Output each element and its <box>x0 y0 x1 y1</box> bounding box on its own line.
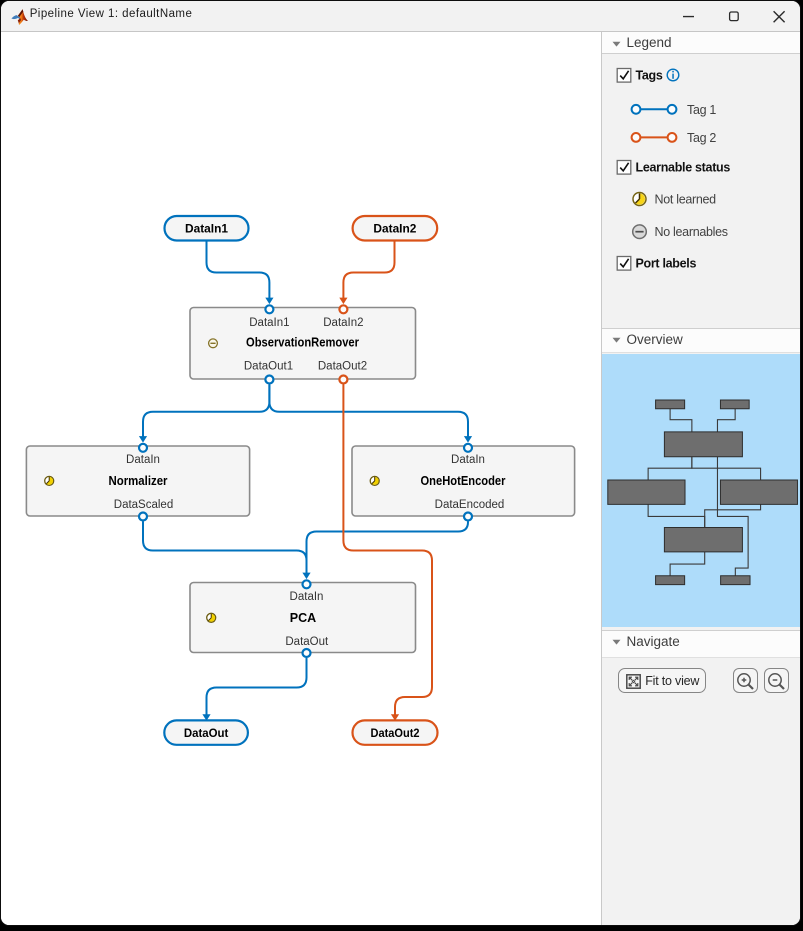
svg-text:Normalizer: Normalizer <box>109 474 168 488</box>
svg-text:Learnable status: Learnable status <box>636 161 731 175</box>
svg-text:DataIn: DataIn <box>126 454 160 466</box>
svg-text:No learnables: No learnables <box>655 225 728 239</box>
svg-text:DataIn1: DataIn1 <box>249 317 289 329</box>
svg-text:DataOut2: DataOut2 <box>318 361 367 373</box>
svg-text:Tag 1: Tag 1 <box>687 103 716 117</box>
svg-text:DataOut2: DataOut2 <box>371 726 420 740</box>
svg-text:OneHotEncoder: OneHotEncoder <box>421 474 506 488</box>
svg-text:ObservationRemover: ObservationRemover <box>246 335 359 349</box>
svg-text:DataIn1: DataIn1 <box>185 222 228 236</box>
svg-text:DataEncoded: DataEncoded <box>435 499 505 511</box>
svg-text:Tags: Tags <box>636 69 663 83</box>
svg-text:Port labels: Port labels <box>636 257 697 271</box>
svg-text:DataIn: DataIn <box>451 454 485 466</box>
svg-text:DataIn: DataIn <box>290 591 324 603</box>
svg-text:Not learned: Not learned <box>655 193 717 207</box>
svg-text:DataOut: DataOut <box>184 726 229 740</box>
svg-text:DataOut1: DataOut1 <box>244 361 293 373</box>
svg-text:PCA: PCA <box>290 611 316 625</box>
svg-text:DataIn2: DataIn2 <box>323 317 363 329</box>
svg-text:DataScaled: DataScaled <box>114 499 173 511</box>
svg-text:DataIn2: DataIn2 <box>373 222 416 236</box>
svg-text:DataOut: DataOut <box>285 636 329 648</box>
svg-text:Tag 2: Tag 2 <box>687 131 716 145</box>
